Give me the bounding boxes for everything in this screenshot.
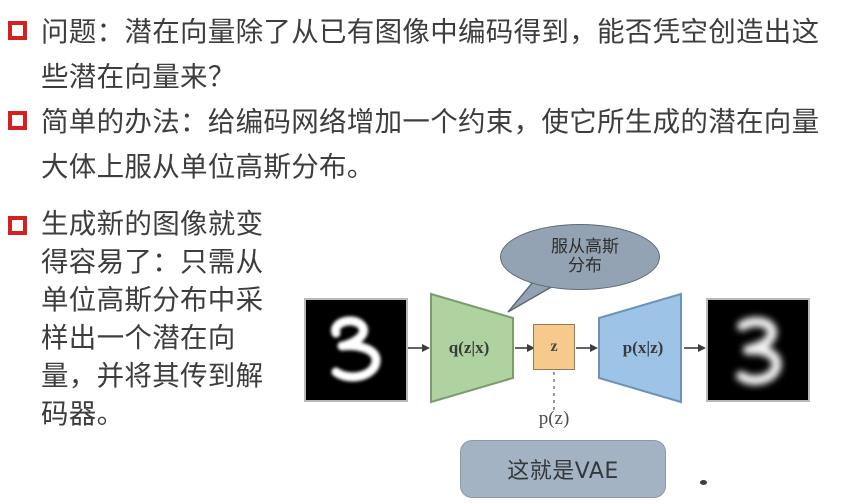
- arrow-input-to-encoder: [408, 343, 430, 353]
- bullet-text-3: 生成新的图像就变得容易了：只需从单位高斯分布中采样出一个潜在向量，并将其传到解码…: [41, 208, 264, 430]
- square-bullet-icon: [8, 111, 27, 130]
- gaussian-callout-bubble: 服从高斯 分布: [500, 224, 660, 313]
- bullet-item-3: 生成新的图像就变得容易了：只需从单位高斯分布中采样出一个潜在向量，并将其传到解码…: [8, 205, 278, 433]
- bullet-text-1: 问题：潜在向量除了从已有图像中编码得到，能否凭空创造出这些潜在向量来？: [41, 16, 820, 93]
- arrow-encoder-to-latent: [515, 343, 535, 353]
- bullet-item-1: 问题：潜在向量除了从已有图像中编码得到，能否凭空创造出这些潜在向量来？: [8, 10, 838, 100]
- stray-dot-artifact: [700, 480, 707, 485]
- vae-banner-label: 这就是VAE: [507, 459, 619, 484]
- arrow-latent-to-decoder: [576, 343, 598, 353]
- decoder-shape: p(x|z): [597, 292, 683, 404]
- square-bullet-icon: [8, 21, 27, 40]
- callout-body: [500, 224, 660, 290]
- vae-diagram: q(z|x) z p(z) p(: [296, 222, 846, 504]
- output-digit-image: [706, 298, 810, 402]
- encoder-shape: q(z|x): [429, 292, 515, 404]
- latent-variable-box: z: [533, 324, 575, 370]
- vae-banner: 这就是VAE: [460, 440, 666, 498]
- latent-label: z: [550, 338, 558, 355]
- prior-label: p(z): [538, 408, 570, 429]
- bullet-item-2: 简单的办法：给编码网络增加一个约束，使它所生成的潜在向量大体上服从单位高斯分布。: [8, 100, 838, 190]
- input-digit-image: [304, 298, 408, 402]
- latent-prior-dotted-connector: [553, 372, 555, 410]
- bullet-text-2: 简单的办法：给编码网络增加一个约束，使它所生成的潜在向量大体上服从单位高斯分布。: [41, 106, 820, 183]
- square-bullet-icon: [8, 216, 27, 235]
- arrow-decoder-to-output: [684, 343, 706, 353]
